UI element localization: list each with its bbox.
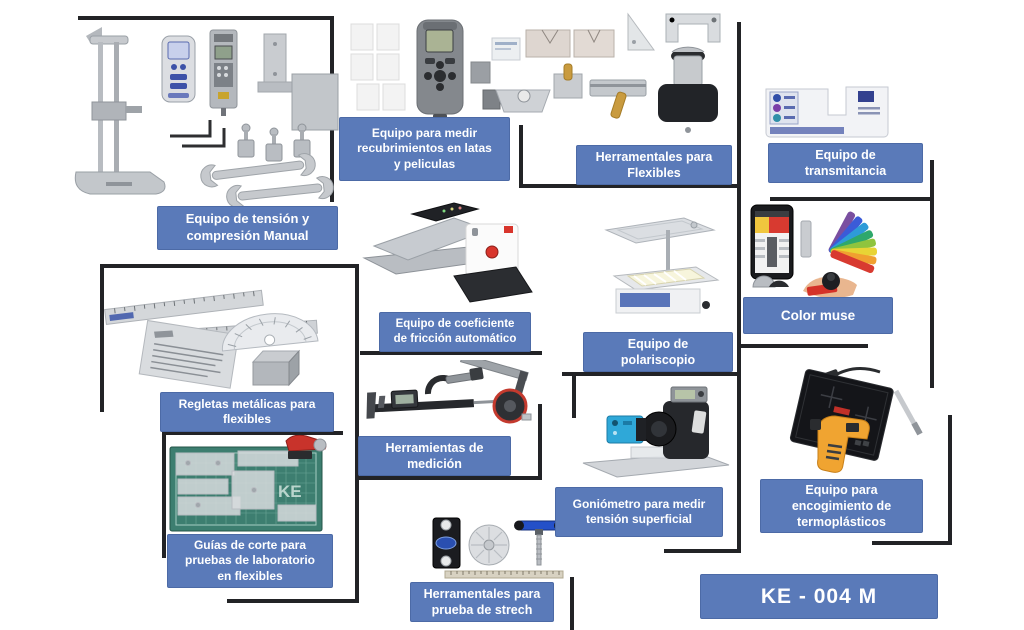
label-color-muse: Color muse [743,297,893,334]
smartphone [750,204,794,280]
handle-block [589,79,647,119]
goniometer-photo [582,386,730,478]
metal-block [251,349,301,387]
digital-caliper [366,389,504,419]
thickness-gauge-device [416,19,464,124]
force-gauge-handheld [161,35,196,103]
label-recubrimientos: Equipo para medir recubrimientos en lata… [339,117,510,181]
camera-module [606,415,646,444]
polariscope-photo [604,217,720,314]
triangle-plate [627,12,655,51]
protractor [221,313,319,352]
label-strech: Herramentales para prueba de strech [410,582,554,622]
metal-guide-plates [175,450,317,522]
steel-ruler [444,570,564,579]
mounting-bracket [257,33,293,93]
tension-compression-photo [74,27,339,206]
color-fan-deck [800,211,878,274]
connector-line [872,541,952,545]
connector-line [572,372,576,418]
label-herramentales-flexibles: Herramentales para Flexibles [576,145,732,185]
t-handle-tool [514,520,564,566]
label-medicion: Herramientas de medición [358,436,511,476]
connector-line [360,351,542,355]
v-block-1 [525,29,571,58]
connector-line [948,415,952,545]
black-cylinder-fixture [658,46,718,133]
mat-watermark: KE [278,482,302,501]
shrink-tester-photo [789,366,923,473]
wrenches [200,153,334,206]
friction-tester-photo [362,202,533,303]
connector-line [100,264,359,268]
connector-line [355,266,359,603]
force-test-stand [74,27,166,195]
calibration-weights [237,123,311,162]
micrometer [424,367,484,395]
display-unit [670,386,708,403]
label-regletas: Regletas metálicas para flexibles [160,392,334,432]
connector-line [162,431,343,435]
connector-line [227,599,359,603]
connector-line [562,372,741,376]
pin-fixture [553,63,583,99]
support-rod [666,230,670,280]
metal-rulers-photo [104,289,319,389]
spec-sheet [138,319,240,389]
connector-line [737,22,741,553]
hand-with-device [803,272,857,299]
transmittance-device-photo [765,86,889,138]
label-tension: Equipo de tensión y compresión Manual [157,206,338,250]
friction-mat [453,266,533,303]
connector-line [538,404,542,480]
metal-ruler-long [104,289,264,326]
colorimeter-device [752,275,789,288]
top-glass-platform [604,217,716,244]
color-muse-photo [750,204,878,299]
sample-squares-white [350,23,406,111]
connector-line [770,197,934,201]
connector-line [739,344,868,348]
connector-line [100,264,104,412]
u-bracket [665,13,721,43]
stretch-tools-photo [432,517,564,579]
label-termoplasticos: Equipo para encogimiento de termoplástic… [760,479,923,533]
power-cord [831,366,881,379]
label-transmitancia: Equipo de transmitancia [768,143,923,183]
ir-thermometer-gun [810,415,870,473]
labeled-box [491,37,521,61]
goniometer-body [663,401,709,459]
connector-line [519,125,523,188]
coating-gauge-photo [350,19,501,124]
hex-keys [170,120,226,148]
label-guias: Guías de corte para pruebas de laborator… [167,534,333,588]
label-polariscopio: Equipo de polariscopio [583,332,733,372]
flexible-fixtures-photo [491,12,721,133]
connector-line [162,431,166,558]
model-code-box: KE - 004 M [700,574,938,619]
metal-disc [468,524,510,566]
spatula [893,389,919,429]
connector-line [570,577,574,630]
sample-square-gray [470,61,491,84]
transmittance-device [765,86,889,138]
rotary-cutter [285,435,327,459]
control-box [465,223,519,277]
connector-line [519,184,741,188]
v-block-2 [573,29,615,58]
connector-line [664,549,741,553]
stretch-plate [432,517,461,569]
label-friccion: Equipo de coeficiente de fricción automá… [379,312,531,352]
light-base [612,266,720,314]
cutting-guides-photo: KE [169,435,327,532]
metal-plate [291,73,339,131]
connector-line [930,160,934,388]
connector-line [355,476,541,480]
label-goniometro: Goniómetro para medir tensión superficia… [555,487,723,537]
connector-line [78,16,334,20]
measuring-tools-photo [366,360,532,424]
force-gauge-column [209,29,238,116]
tape-measure [492,388,532,424]
dial-fixture [495,89,551,113]
